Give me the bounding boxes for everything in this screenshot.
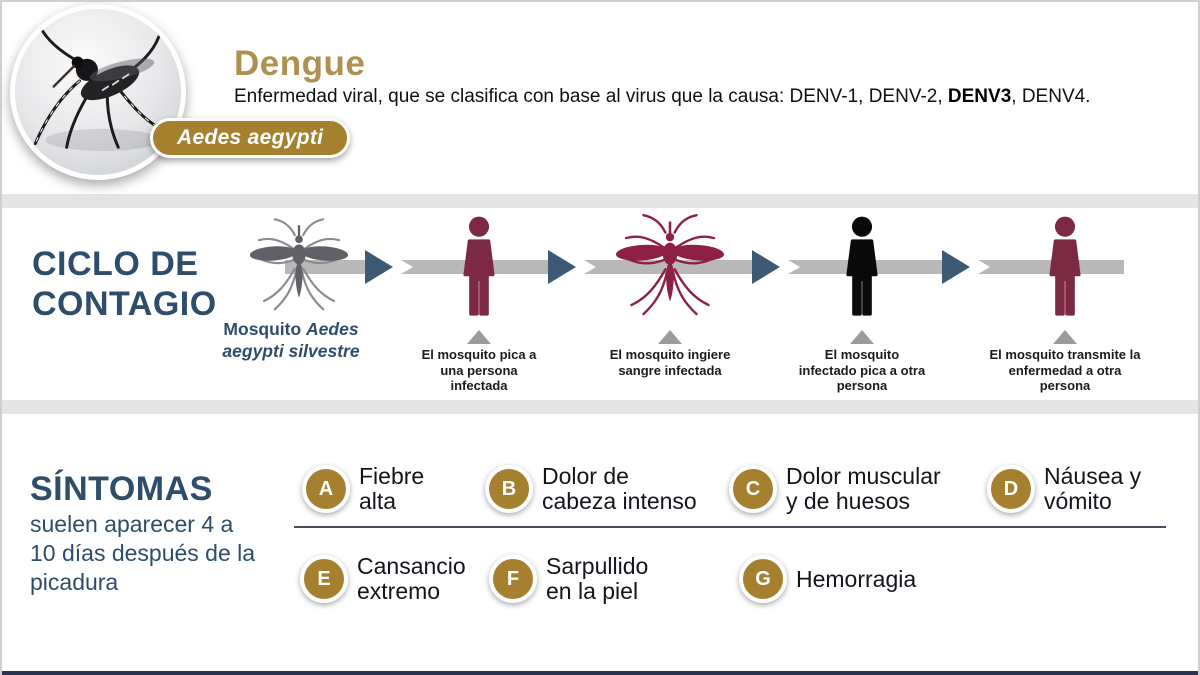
mosquito-photo xyxy=(10,4,186,180)
subtitle-suffix: , DENV4. xyxy=(1011,86,1091,107)
pointer-up-icon xyxy=(658,330,682,344)
symptom-letter-badge: F xyxy=(489,555,537,603)
symptom-letter-badge: C xyxy=(729,465,777,513)
symptom-letter-badge: G xyxy=(739,555,787,603)
subtitle-denv3: DENV3 xyxy=(947,86,1012,107)
page-title: Dengue xyxy=(234,44,366,83)
flow-arrow-icon xyxy=(365,250,393,284)
person-maroon-icon xyxy=(456,216,502,316)
subtitle-prefix: Enfermedad viral, que se clasifica con b… xyxy=(234,86,948,107)
person-maroon-icon xyxy=(1042,216,1088,316)
symptom-letter-badge: A xyxy=(302,465,350,513)
pointer-up-icon xyxy=(850,330,874,344)
species-badge: Aedes aegypti xyxy=(150,118,351,158)
symptom-letter-badge: E xyxy=(300,555,348,603)
flow-arrow-icon xyxy=(942,250,970,284)
wild-mosquito-label-species: Aedes aegypti silvestre xyxy=(222,319,360,361)
wild-mosquito-icon xyxy=(249,212,349,330)
wild-mosquito-label: Mosquito Aedes aegypti silvestre xyxy=(216,318,366,362)
pointer-up-icon xyxy=(1053,330,1077,344)
symptom-letter-badge: D xyxy=(987,465,1035,513)
symptoms-heading: SÍNTOMAS xyxy=(30,470,213,508)
section-divider-band xyxy=(2,400,1198,414)
flow-arrow-icon xyxy=(752,250,780,284)
subtitle: Enfermedad viral, que se clasifica con b… xyxy=(234,86,1090,108)
infected-mosquito-icon xyxy=(615,212,725,332)
symptom-item: G Hemorragia xyxy=(739,555,916,603)
bottom-border xyxy=(2,671,1198,675)
symptom-letter-badge: B xyxy=(485,465,533,513)
pointer-up-icon xyxy=(467,330,491,344)
person-black-icon xyxy=(839,216,885,316)
symptoms-row-divider xyxy=(294,526,1166,528)
symptom-label: Hemorragia xyxy=(796,565,917,592)
flow-arrow-icon xyxy=(548,250,576,284)
wild-mosquito-label-prefix: Mosquito xyxy=(223,319,307,339)
cycle-heading: CICLO DE CONTAGIO xyxy=(32,245,217,323)
section-divider-band xyxy=(2,194,1198,208)
